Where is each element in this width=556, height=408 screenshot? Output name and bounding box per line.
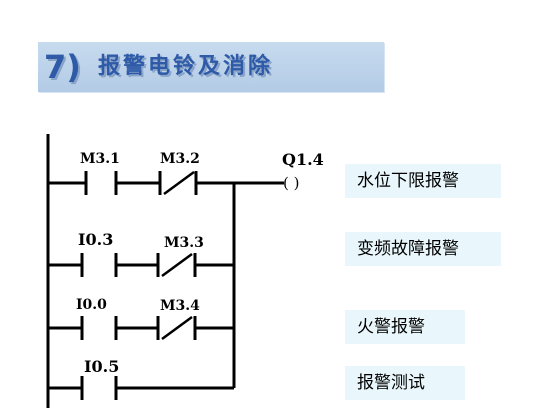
contact-label-m3-3: M3.3	[164, 235, 204, 251]
section-title: 报警电铃及消除	[98, 54, 274, 79]
contact-label-i0-0: I0.0	[76, 297, 107, 313]
label-inverter-fault-alarm: 变频故障报警	[345, 232, 501, 266]
section-number: 7)	[44, 48, 81, 86]
rung-4	[48, 376, 234, 400]
rung-3	[48, 315, 234, 341]
contact-label-m3-4: M3.4	[160, 298, 200, 314]
contact-label-i0-5: I0.5	[84, 357, 119, 376]
contact-label-m3-1: M3.1	[80, 151, 120, 167]
label-alarm-test: 报警测试	[345, 366, 465, 400]
rung-2	[48, 252, 234, 278]
label-fire-alarm: 火警报警	[345, 310, 465, 344]
rung-1	[48, 170, 284, 196]
contact-label-m3-2: M3.2	[160, 151, 200, 167]
contact-label-i0-3: I0.3	[78, 230, 113, 249]
coil-symbol: ( )	[283, 174, 299, 192]
coil-label-q1-4: Q1.4	[282, 150, 324, 169]
label-water-level-low-alarm: 水位下限报警	[345, 164, 501, 198]
title-banner	[38, 42, 384, 92]
